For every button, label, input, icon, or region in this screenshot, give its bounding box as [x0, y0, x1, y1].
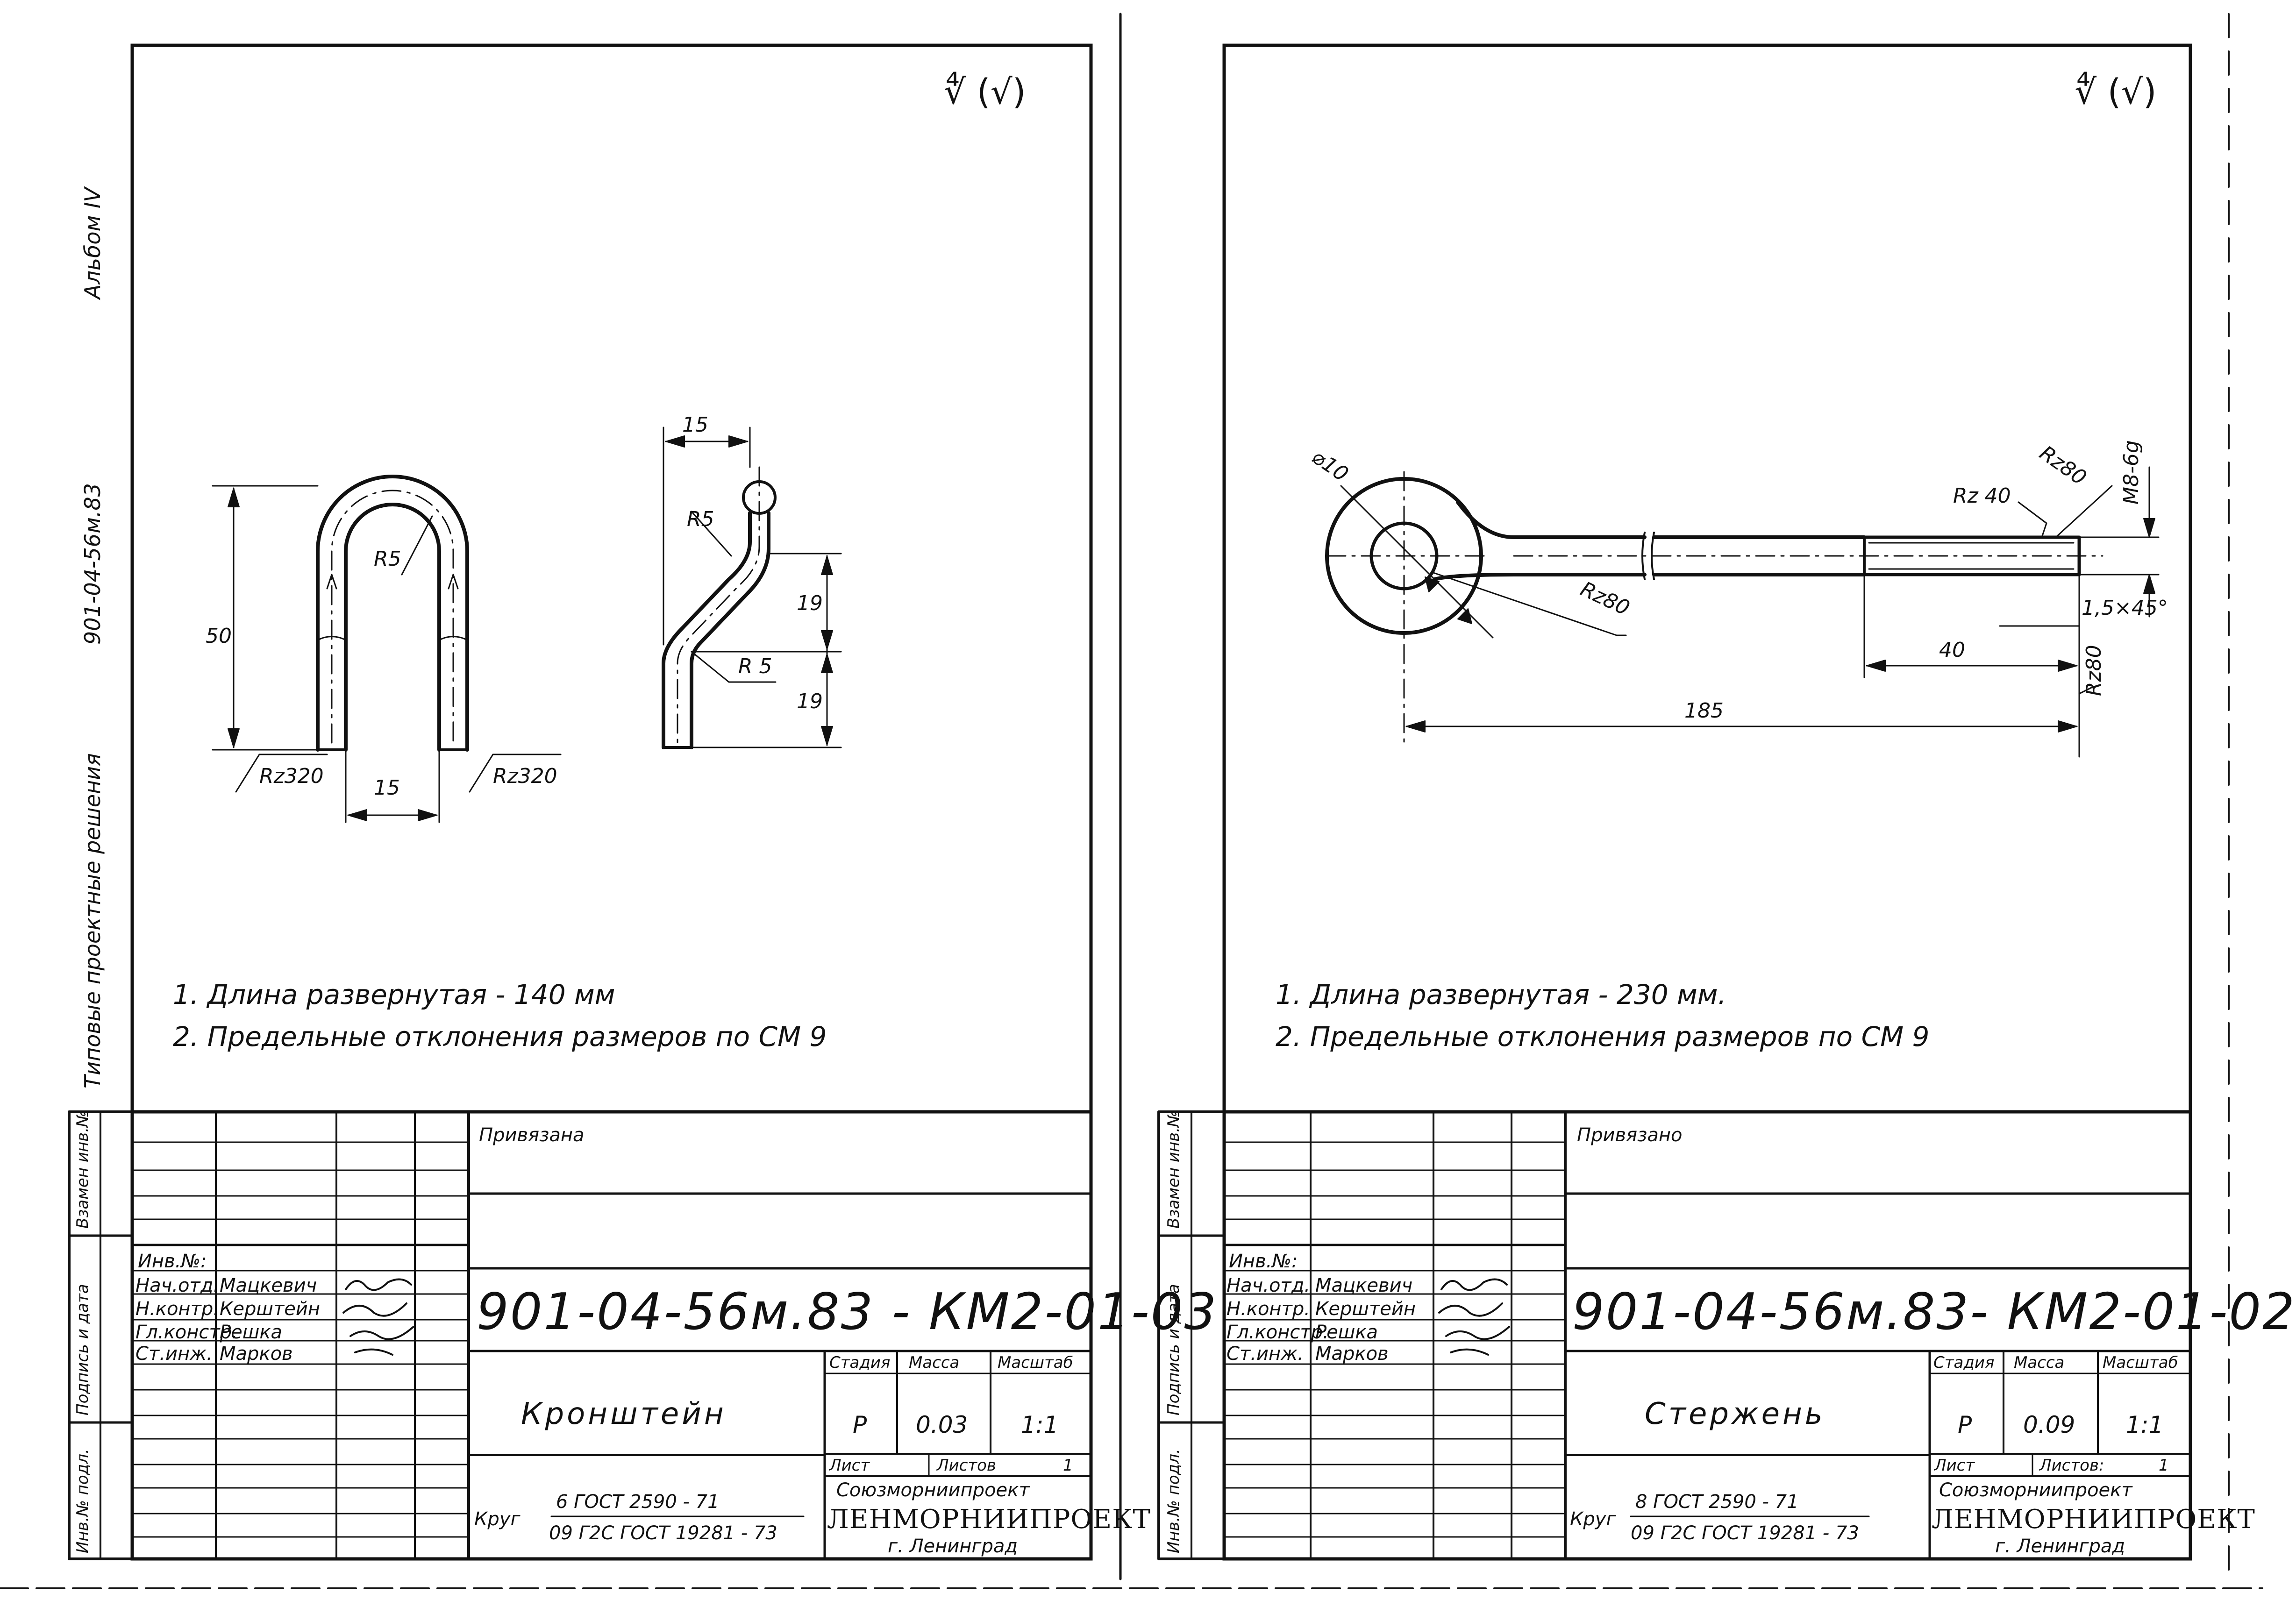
stamp-orig-inv: Инв.№ подл.	[73, 1449, 92, 1553]
sheets-label: Листов	[937, 1456, 997, 1475]
role-1: Нач.отд.	[1226, 1275, 1311, 1296]
note-2: 2. Предельные отклонения размеров по СМ …	[1276, 1021, 1930, 1052]
roughness-mark: ∜ (√)	[944, 72, 1026, 112]
stamp-signature-date: Подпись и дата	[1164, 1284, 1183, 1415]
stage-label: Стадия	[1933, 1353, 1995, 1372]
name-4: Марков	[1315, 1343, 1389, 1365]
sheets-label: Листов:	[2039, 1456, 2104, 1475]
dim-offset-width: 15	[682, 413, 708, 437]
role-4: Ст.инж.	[135, 1343, 213, 1365]
role-4: Ст.инж.	[1226, 1343, 1304, 1365]
dim-bend-radius: R5	[374, 547, 401, 571]
city-label: г. Ленинград	[1995, 1536, 2125, 1557]
signature-icon	[1438, 1278, 1510, 1356]
scale-label: Масштаб	[998, 1353, 1073, 1372]
stamp-signature-date: Подпись и дата	[73, 1284, 92, 1415]
stamp-replace-inv: Взамен инв.№	[73, 1110, 92, 1229]
dim-radius-top: R5	[687, 507, 714, 531]
material-bottom: 09 Г2С ГОСТ 19281 - 73	[1631, 1522, 1859, 1544]
stage-value: Р	[853, 1411, 867, 1438]
privyazana-label: Привязана	[479, 1124, 585, 1146]
dim-thread-length: 40	[1939, 638, 1965, 662]
note-2: 2. Предельные отклонения размеров по СМ …	[173, 1021, 827, 1052]
sheet-label: Лист	[829, 1456, 870, 1475]
org-name-1: Союзморниипроект	[1939, 1479, 2132, 1501]
material-bottom: 09 Г2С ГОСТ 19281 - 73	[549, 1522, 777, 1544]
privyazana-label: Привязано	[1577, 1124, 1683, 1146]
name-3: Решка	[220, 1322, 283, 1343]
material-prefix: Круг	[474, 1508, 521, 1530]
org-name-2: ЛЕНМОРНИИПРОЕКТ	[1932, 1504, 2255, 1535]
role-1: Нач.отд.	[135, 1275, 220, 1296]
note-1: 1. Длина развернутая - 230 мм.	[1276, 979, 1726, 1010]
series-code: 901-04-56м.83	[80, 483, 105, 645]
dim-total-length: 185	[1684, 699, 1724, 723]
sheets-value: 1	[1063, 1456, 1073, 1475]
role-3: Гл.констр.	[135, 1322, 238, 1343]
name-1: Мацкевич	[220, 1275, 317, 1296]
note-1: 1. Длина развернутая - 140 мм	[173, 979, 615, 1010]
dim-rz-end: Rz80	[2082, 645, 2106, 696]
dim-chamfer: 1,5×45°	[2082, 596, 2168, 620]
name-1: Мацкевич	[1315, 1275, 1413, 1296]
org-name-1: Союзморниипроект	[836, 1479, 1030, 1501]
stage-value: Р	[1958, 1411, 1972, 1438]
name-2: Керштейн	[220, 1298, 321, 1320]
material-top: 8 ГОСТ 2590 - 71	[1635, 1491, 1799, 1513]
role-3: Гл.констр.	[1226, 1322, 1329, 1343]
sheets-value: 1	[2159, 1456, 2169, 1475]
drawing-code: 901-04-56м.83- КМ2-01-02	[1572, 1283, 2296, 1341]
stage-label: Стадия	[829, 1353, 891, 1372]
inv-label: Инв.№:	[138, 1251, 207, 1272]
album-label: Альбом IV	[80, 187, 105, 299]
part-name: Кронштейн	[521, 1397, 727, 1431]
signature-icon	[342, 1278, 414, 1356]
dim-rz-right: Rz320	[493, 764, 557, 788]
mass-value: 0.03	[916, 1411, 968, 1438]
scale-value: 1:1	[2126, 1411, 2164, 1438]
mass-value: 0.09	[2023, 1411, 2075, 1438]
scale-value: 1:1	[1021, 1411, 1059, 1438]
inv-label: Инв.№:	[1229, 1251, 1298, 1272]
dim-thread: M8-6g	[2119, 440, 2143, 505]
material-top: 6 ГОСТ 2590 - 71	[556, 1491, 720, 1513]
stamp-replace-inv: Взамен инв.№	[1164, 1110, 1183, 1229]
dim-rz-40: Rz 40	[1953, 484, 2011, 508]
org-name-2: ЛЕНМОРНИИПРОЕКТ	[827, 1504, 1151, 1535]
dim-gap: 15	[374, 776, 400, 800]
roughness-mark: ∜ (√)	[2075, 72, 2157, 112]
name-3: Решка	[1315, 1322, 1378, 1343]
dim-rz-left: Rz320	[259, 764, 324, 788]
mass-label: Масса	[909, 1353, 960, 1372]
name-2: Керштейн	[1315, 1298, 1416, 1320]
material-prefix: Круг	[1570, 1508, 1616, 1530]
dim-height: 50	[206, 624, 232, 648]
role-2: Н.контр.	[135, 1298, 219, 1320]
mass-label: Масса	[2014, 1353, 2065, 1372]
city-label: г. Ленинград	[888, 1536, 1018, 1557]
scale-label: Масштаб	[2103, 1353, 2178, 1372]
dim-radius-bottom: R 5	[738, 654, 772, 678]
stamp-orig-inv: Инв.№ подл.	[1164, 1449, 1183, 1553]
dim-offset-lower: 19	[797, 690, 823, 713]
drawing-code: 901-04-56м.83 - КМ2-01-03	[477, 1283, 1218, 1341]
part-name: Стержень	[1645, 1397, 1825, 1431]
series-label: Типовые проектные решения	[80, 753, 105, 1088]
role-2: Н.контр.	[1226, 1298, 1310, 1320]
name-4: Марков	[220, 1343, 293, 1365]
dim-offset-upper: 19	[797, 591, 823, 615]
sheet-label: Лист	[1934, 1456, 1975, 1475]
